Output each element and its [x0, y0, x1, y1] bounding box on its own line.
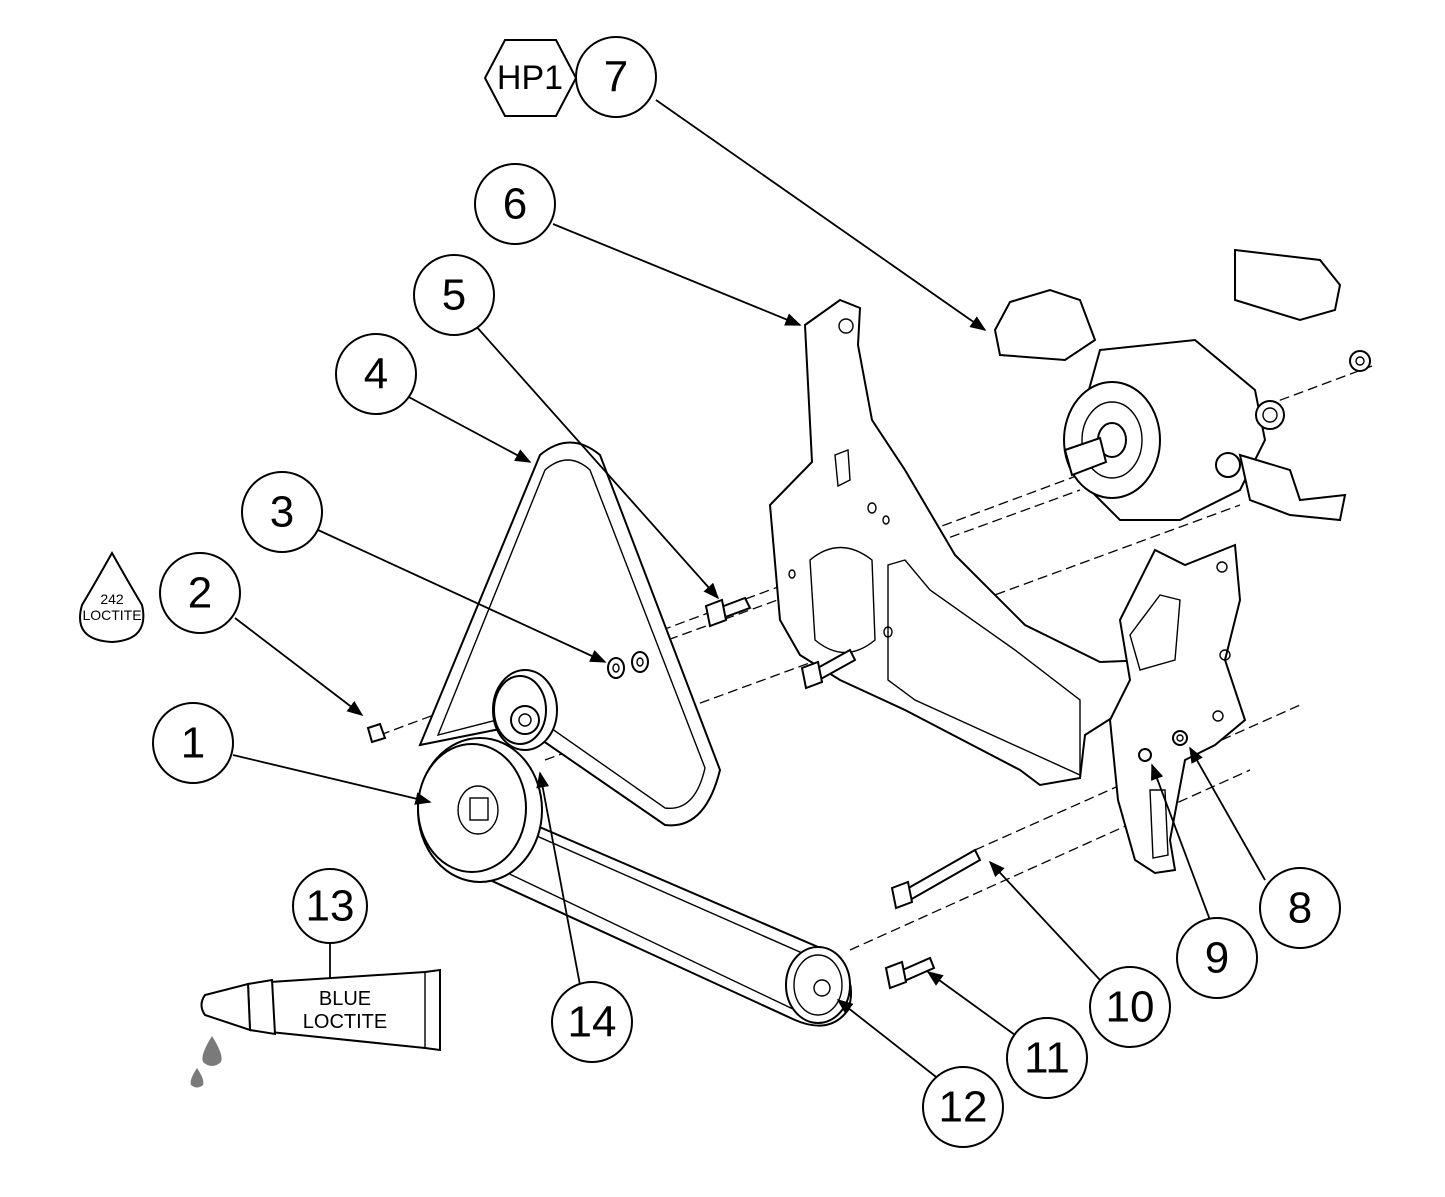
loctite-drop-icon: 242 LOCTITE	[79, 550, 145, 644]
callout-9-label: 9	[1205, 934, 1229, 983]
lower-bracket	[1108, 543, 1247, 875]
hp1-tag-label: HP1	[497, 59, 563, 97]
small-belt	[418, 441, 722, 827]
tube-body	[269, 968, 441, 1052]
bracket-washers	[1138, 730, 1188, 762]
callout-1-label: 1	[181, 719, 205, 768]
plate-bore	[809, 546, 876, 654]
callout-7: 7	[575, 36, 657, 118]
callout-7-label: 7	[604, 53, 628, 102]
leader-lines	[232, 99, 1266, 1081]
callout-8-label: 8	[1288, 884, 1312, 933]
short-bolt	[884, 956, 936, 990]
pump-nut	[1349, 350, 1371, 372]
callout-bubbles: 1 2 3 4 5 6 7 8 9 10 11 12 13 14	[152, 36, 1341, 1148]
pump-arm-lower	[1234, 248, 1342, 322]
set-screw	[366, 722, 387, 744]
callout-13: 13	[292, 868, 368, 944]
drop-label-line2: LOCTITE	[82, 607, 141, 623]
lower-pulley	[785, 946, 851, 1024]
plate-bolt	[800, 648, 857, 690]
callout-6-label: 6	[503, 180, 527, 229]
callout-9: 9	[1176, 917, 1258, 999]
callout-4-label: 4	[364, 350, 388, 399]
pump-side-arm	[1238, 453, 1347, 522]
callout-3: 3	[241, 471, 323, 553]
callout-10-label: 10	[1106, 983, 1155, 1032]
drip-drop-icon	[202, 1036, 222, 1066]
tube-cap-ring	[246, 978, 277, 1036]
callout-5: 5	[413, 254, 495, 336]
callout-3-label: 3	[270, 488, 294, 537]
pump-fitting	[1255, 400, 1285, 430]
drip-drop-icon	[190, 1068, 204, 1088]
plate-cutout	[887, 559, 1081, 777]
washers	[607, 651, 649, 679]
callout-13-label: 13	[306, 882, 355, 931]
callout-6: 6	[474, 163, 556, 245]
drop-label-line1: 242	[100, 591, 124, 607]
tube-label-line1: BLUE	[319, 988, 371, 1010]
drive-pulley	[417, 737, 543, 883]
hp1-tag: HP1	[483, 39, 578, 117]
loctite-tube-icon: BLUE LOCTITE	[190, 968, 441, 1088]
plate-slot	[834, 449, 851, 488]
callout-8: 8	[1259, 867, 1341, 949]
stud	[704, 596, 752, 628]
plate-hole	[838, 318, 854, 334]
callout-4: 4	[335, 333, 417, 415]
tube-nozzle	[200, 982, 252, 1032]
hydraulic-pump	[993, 248, 1371, 522]
pump-arm-upper	[993, 288, 1097, 362]
long-bolt	[890, 848, 982, 910]
callout-10: 10	[1089, 966, 1171, 1048]
pump-shaft	[1063, 436, 1108, 477]
callout-11-label: 11	[1024, 1034, 1070, 1083]
idler-pulley	[492, 669, 558, 751]
tube-label-line2: LOCTITE	[303, 1011, 387, 1033]
callout-11: 11	[1006, 1017, 1088, 1099]
callout-12-label: 12	[939, 1083, 988, 1132]
axis-short-bolt	[849, 769, 1251, 951]
callout-14: 14	[551, 981, 633, 1063]
callout-2-label: 2	[188, 569, 212, 618]
callout-2: 2	[159, 552, 241, 634]
callout-12: 12	[922, 1066, 1004, 1148]
callout-14-label: 14	[568, 998, 617, 1047]
callout-5-label: 5	[442, 271, 466, 320]
callout-1: 1	[152, 702, 234, 784]
